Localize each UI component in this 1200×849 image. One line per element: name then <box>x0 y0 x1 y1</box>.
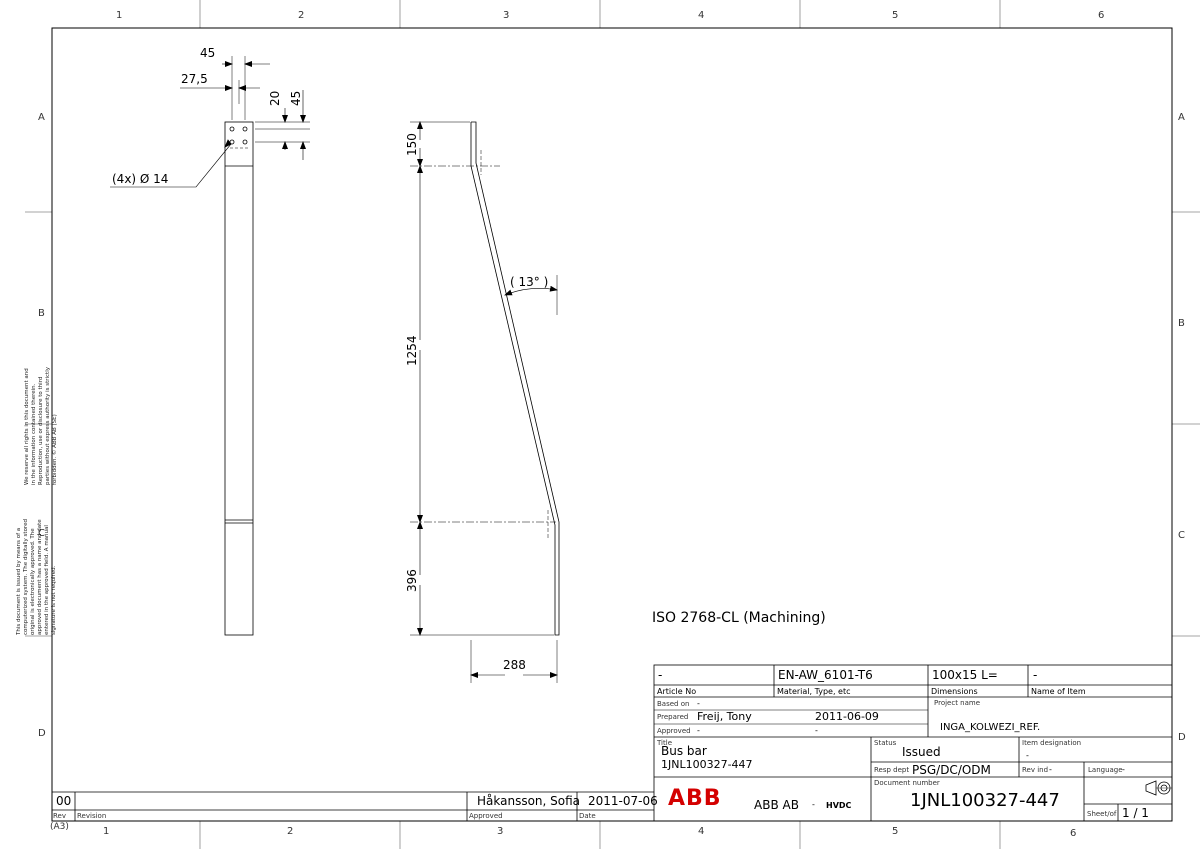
rights-note: We reserve all rights in this document a… <box>24 367 58 485</box>
rev-ind: - <box>1049 765 1052 774</box>
grid-col-bottom: 5 <box>892 826 899 837</box>
grid-row-left: C <box>38 528 45 539</box>
grid-col-top: 3 <box>503 10 510 21</box>
title-label: Title <box>657 739 673 747</box>
tolerance-note: ISO 2768-CL (Machining) <box>652 610 826 626</box>
language-label: Language <box>1088 766 1123 774</box>
dim-288: 288 <box>503 658 526 672</box>
abb-logo: ABB <box>668 786 722 811</box>
grid-row-right: A <box>1178 112 1185 123</box>
revision-label: Revision <box>77 812 107 820</box>
grid-row-left: A <box>38 112 45 123</box>
grid-col-top: 4 <box>698 10 705 21</box>
dim-20: 20 <box>268 90 282 106</box>
dimensions: 100x15 L= <box>932 668 998 682</box>
revision-number: 00 <box>56 794 72 808</box>
revision-date: 2011-07-06 <box>588 794 658 808</box>
approved-label-title: Approved <box>657 727 691 735</box>
grid-row-right: C <box>1178 530 1185 541</box>
approved-by: - <box>697 726 700 735</box>
dim-angle: ( 13° ) <box>510 275 549 289</box>
resp-dept-label: Resp dept <box>874 766 910 774</box>
projection-symbol-icon <box>1145 780 1172 796</box>
grid-col-bottom: 4 <box>698 826 705 837</box>
approval-note: This document is issued by means of a co… <box>16 519 57 635</box>
grid-col-bottom: 1 <box>103 826 110 837</box>
grid-col-top: 6 <box>1098 10 1105 21</box>
prepared-label: Prepared <box>657 713 689 721</box>
approved-date: - <box>815 726 818 735</box>
status: Issued <box>902 745 941 759</box>
dim-45-top: 45 <box>200 46 216 60</box>
prepared-by: Freij, Tony <box>697 710 752 723</box>
approved-label: Approved <box>469 812 503 820</box>
bolt-hole <box>229 126 235 132</box>
title-block-frame <box>653 664 1173 822</box>
drawing-title: Bus bar <box>661 744 707 758</box>
status-label: Status <box>874 739 897 747</box>
rev-label: Rev <box>53 812 66 820</box>
date-label: Date <box>579 812 596 820</box>
dimensions-label: Dimensions <box>931 687 978 696</box>
item-designation-label: Item designation <box>1022 739 1082 747</box>
rev-ind-label: Rev ind <box>1022 766 1049 774</box>
dim-27-5: 27,5 <box>181 72 208 86</box>
grid-row-left: B <box>38 308 45 319</box>
division: HVDC <box>826 801 852 810</box>
grid-col-bottom: 2 <box>287 826 294 837</box>
material: EN-AW_6101-T6 <box>778 668 873 682</box>
grid-col-top: 1 <box>116 10 123 21</box>
based-on-label: Based on <box>657 700 690 708</box>
doc-number-label: Document number <box>874 779 940 787</box>
bolt-hole <box>229 139 235 145</box>
project-name: INGA_KOLWEZI_REF. <box>940 722 1041 733</box>
material-label: Material, Type, etc <box>777 687 851 696</box>
company-name: ABB AB <box>754 798 799 812</box>
article-no: - <box>658 668 663 682</box>
dim-1254: 1254 <box>405 335 419 366</box>
front-view <box>110 56 310 636</box>
bolt-hole <box>242 139 248 145</box>
side-view <box>410 121 560 683</box>
dash-separator-icon: - <box>812 800 815 809</box>
drawing-border <box>51 27 1173 822</box>
grid-col-top: 5 <box>892 10 899 21</box>
dim-150: 150 <box>405 133 419 156</box>
dim-396: 396 <box>405 569 419 592</box>
grid-col-top: 2 <box>298 10 305 21</box>
grid-col-bottom: 3 <box>497 826 504 837</box>
item-designation: - <box>1026 751 1029 760</box>
name-of-item: - <box>1033 668 1038 682</box>
grid-col-bottom: 6 <box>1070 828 1077 839</box>
drawing-subtitle: 1JNL100327-447 <box>661 758 753 771</box>
grid-row-left: D <box>38 728 46 739</box>
document-number: 1JNL100327-447 <box>910 790 1060 811</box>
sheet-label: Sheet/of <box>1087 810 1117 818</box>
revision-approved-by: Håkansson, Sofia <box>477 794 581 808</box>
grid-row-right: B <box>1178 318 1185 329</box>
sheet-frame <box>25 0 1200 849</box>
grid-row-right: D <box>1178 732 1186 743</box>
prepared-date: 2011-06-09 <box>815 710 879 723</box>
article-no-label: Article No <box>657 687 697 696</box>
bolt-hole <box>242 126 248 132</box>
revision-block-frame <box>52 791 654 821</box>
project-name-label: Project name <box>934 699 981 707</box>
sheet-number: 1 / 1 <box>1122 806 1149 820</box>
sheet-size: (A3) <box>50 822 69 832</box>
name-of-item-label: Name of Item <box>1031 687 1086 696</box>
resp-dept: PSG/DC/ODM <box>912 763 991 777</box>
dim-holes: (4x) Ø 14 <box>112 172 169 186</box>
dim-45-side: 45 <box>289 90 303 106</box>
based-on: - <box>697 699 700 708</box>
language: - <box>1122 765 1125 774</box>
